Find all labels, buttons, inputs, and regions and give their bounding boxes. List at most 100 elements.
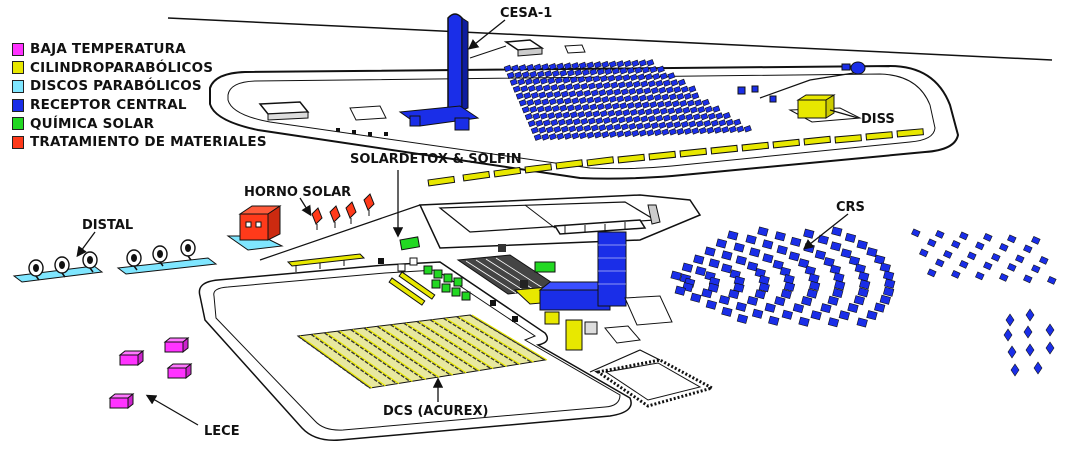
heliostat [736, 302, 747, 311]
heliostat [832, 227, 843, 236]
heliostat [737, 314, 748, 323]
heliostat [765, 303, 776, 312]
heliostat [935, 259, 944, 267]
heliostat [1023, 245, 1032, 253]
heliostat [727, 231, 738, 240]
legend-swatch [12, 117, 24, 130]
heliostat [880, 295, 891, 304]
heliostat [734, 243, 745, 252]
crs-heliostat-field [671, 227, 895, 327]
heliostat [587, 62, 594, 69]
heliostat [709, 259, 720, 268]
heliostat [647, 59, 654, 66]
heliostat [747, 296, 758, 305]
right-heliostat-field [911, 229, 1056, 285]
heliostat [841, 249, 852, 258]
legend-item: QUÍMICA SOLAR [12, 114, 267, 133]
heliostat [983, 233, 992, 241]
heliostat [991, 253, 1000, 261]
heliostat [617, 61, 624, 68]
legend-swatch [12, 61, 24, 74]
legend-item: DISCOS PARABÓLICOS [12, 77, 267, 96]
label-solardetox: SOLARDETOX & SOLFIN [350, 152, 522, 167]
heliostat [859, 280, 870, 289]
legend-label: QUÍMICA SOLAR [30, 116, 154, 132]
heliostat [983, 262, 992, 270]
heliostat [594, 62, 601, 69]
heliostat [809, 281, 820, 290]
heliostat [768, 316, 779, 325]
distal-leader [78, 232, 95, 255]
lece-leader [148, 396, 198, 425]
heliostat [828, 296, 839, 305]
legend-label: RECEPTOR CENTRAL [30, 97, 187, 113]
heliostat [1046, 324, 1054, 336]
legend: BAJA TEMPERATURA CILINDROPARABÓLICOS DIS… [12, 40, 267, 152]
heliostat [736, 256, 747, 265]
heliostat [874, 255, 885, 264]
legend-item: BAJA TEMPERATURA [12, 40, 267, 59]
heliostat [803, 229, 814, 238]
heliostat [1034, 362, 1042, 374]
heliostat [782, 310, 793, 319]
small-house [842, 64, 850, 70]
small-loop-road [598, 360, 712, 406]
heliostat [1023, 275, 1032, 283]
heliostat [763, 254, 774, 263]
legend-swatch [12, 99, 24, 112]
heliostat [624, 60, 631, 67]
legend-item: CILINDROPARABÓLICOS [12, 59, 267, 78]
heliostat [999, 273, 1008, 281]
legend-label: BAJA TEMPERATURA [30, 41, 186, 57]
heliostat [834, 273, 845, 282]
heliostat [706, 300, 717, 309]
tank [851, 62, 865, 74]
heliostat [845, 233, 856, 242]
heliostat [839, 311, 850, 320]
heliostat [999, 243, 1008, 251]
heliostat [811, 311, 822, 320]
heliostat [959, 232, 968, 240]
heliostat [693, 255, 704, 264]
heliostat [832, 288, 843, 297]
heliostat [705, 247, 716, 256]
heliostat [951, 270, 960, 278]
far-right-heliostats [1004, 309, 1054, 376]
heliostat [1011, 364, 1019, 376]
heliostat [927, 239, 936, 247]
heliostat [682, 263, 693, 272]
heliostat [884, 279, 895, 288]
cesa-top-buildings [470, 40, 585, 58]
horno-leader [300, 198, 310, 214]
heliostat [1039, 256, 1048, 264]
heliostat [777, 245, 788, 254]
heliostat [883, 287, 894, 296]
heliostat [695, 267, 706, 276]
heliostat [639, 60, 646, 67]
heliostat [1007, 235, 1016, 243]
heliostat [1031, 265, 1040, 273]
heliostat [747, 262, 758, 271]
heliostat [975, 272, 984, 280]
heliostat [1008, 346, 1016, 358]
heliostat [834, 281, 845, 290]
label-dcs-acurex: DCS (ACUREX) [383, 404, 488, 419]
legend-label: DISCOS PARABÓLICOS [30, 78, 202, 94]
heliostat [793, 304, 804, 313]
heliostat [867, 247, 878, 256]
label-lece: LECE [204, 424, 240, 439]
heliostat [919, 249, 928, 257]
heliostat [758, 227, 769, 236]
heliostat [746, 235, 757, 244]
label-horno-solar: HORNO SOLAR [244, 185, 351, 200]
heliostat [821, 304, 832, 313]
heliostat [967, 252, 976, 260]
heliostat [716, 239, 727, 248]
label-distal: DISTAL [82, 218, 133, 233]
horno-solar [228, 194, 374, 250]
label-cesa: CESA-1 [500, 6, 552, 21]
solardetox-troughs [389, 272, 435, 305]
legend-label: CILINDROPARABÓLICOS [30, 60, 213, 76]
heliostat [762, 240, 773, 249]
heliostat [721, 264, 732, 273]
